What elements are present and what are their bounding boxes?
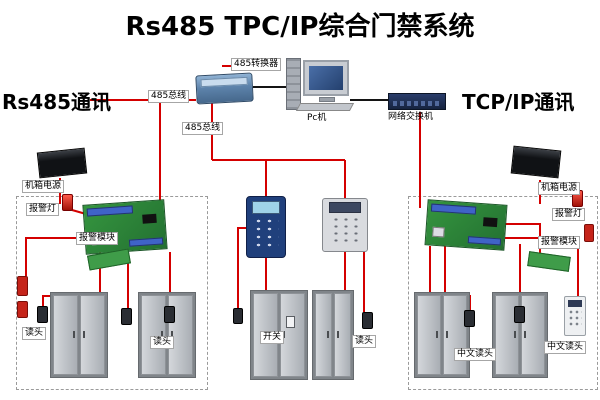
power-label-left: 机箱电源 — [22, 180, 65, 193]
door-leaf — [521, 295, 545, 375]
power-label-right: 机箱电源 — [538, 182, 581, 195]
door-leaf — [80, 295, 105, 375]
door-leaf — [417, 295, 441, 375]
power-supply-left — [36, 147, 88, 179]
chinese-reader-buttons — [568, 309, 582, 327]
pc-tower — [286, 58, 301, 110]
exit-switch-device — [286, 316, 295, 328]
pc-keyboard — [295, 103, 355, 111]
reader-label-left-b: 读头 — [150, 336, 175, 349]
bus-label-mid: 485总线 — [182, 122, 224, 135]
rs485-converter-device — [195, 72, 254, 105]
right-group-frame — [408, 196, 598, 390]
reader-label-right-b: 中文读头 — [454, 348, 497, 361]
rs485-comm-label: Rs485通讯 — [2, 90, 112, 114]
relay — [432, 226, 445, 238]
chinese-reader-device — [564, 296, 586, 336]
terminal-block — [86, 205, 134, 217]
pc-monitor — [303, 60, 349, 96]
control-board-right — [424, 199, 508, 251]
chip — [482, 217, 498, 228]
alarm-light-label-left: 报警灯 — [26, 203, 60, 216]
card-reader-buttons — [331, 216, 359, 242]
reader-right-1 — [464, 310, 475, 327]
alarm-module-label-right: 报警模块 — [538, 236, 581, 249]
siren-left-2 — [17, 301, 28, 318]
converter-label: 485转换器 — [231, 58, 282, 71]
control-board-left — [82, 199, 168, 255]
switch-ports — [393, 101, 441, 106]
terminal-block — [430, 203, 477, 215]
door-leaf — [53, 295, 78, 375]
door-right-1 — [414, 292, 470, 378]
left-group-frame — [16, 196, 208, 390]
reader-left-1 — [37, 306, 48, 323]
siren-left-1 — [17, 276, 28, 296]
reader-middle-left — [233, 308, 243, 324]
network-switch-device — [388, 93, 446, 110]
reader-left-mid — [121, 308, 132, 325]
exit-switch-label: 开关 — [260, 331, 285, 344]
network-switch-label: 网络交换机 — [388, 112, 434, 122]
door-middle-2 — [312, 290, 354, 380]
power-supply-right — [510, 145, 562, 179]
reader-middle-right — [362, 312, 373, 329]
alarm-module-label-left: 报警模块 — [76, 232, 119, 245]
door-leaf — [315, 293, 332, 377]
reader-left-2 — [164, 306, 175, 323]
reader-label-right-a: 中文读头 — [544, 341, 587, 354]
chip — [142, 213, 157, 224]
pc-label: Pc机 — [307, 113, 327, 123]
tcpip-comm-label: TCP/IP通讯 — [462, 90, 575, 114]
keypad-buttons — [253, 217, 279, 251]
door-leaf — [334, 293, 351, 377]
pc-screen — [309, 66, 343, 90]
alarm-light-left — [62, 194, 73, 211]
converter-panel — [200, 76, 248, 88]
reader-label-middle: 读头 — [352, 335, 377, 348]
siren-right — [584, 224, 594, 242]
terminal-block — [467, 236, 502, 246]
door-leaf — [141, 295, 166, 375]
chinese-reader-screen — [568, 300, 582, 307]
alarm-light-label-right: 报警灯 — [552, 208, 586, 221]
bus-label-top: 485总线 — [148, 90, 190, 103]
reader-right-2 — [514, 306, 525, 323]
terminal-block — [128, 237, 164, 247]
wire-red — [237, 227, 246, 308]
diagram-title: Rs485 TPC/IP综合门禁系统 — [125, 12, 475, 42]
pc-monitor-stand — [319, 97, 335, 102]
reader-label-left-a: 读头 — [22, 327, 47, 340]
wire-red — [25, 237, 86, 276]
card-reader-terminal — [322, 198, 368, 252]
door-left-2 — [138, 292, 196, 378]
door-right-2 — [492, 292, 548, 378]
door-left-1 — [50, 292, 108, 378]
door-leaf — [443, 295, 467, 375]
keypad-controller — [246, 196, 286, 258]
keypad-screen — [252, 201, 280, 214]
card-reader-screen — [329, 202, 361, 213]
